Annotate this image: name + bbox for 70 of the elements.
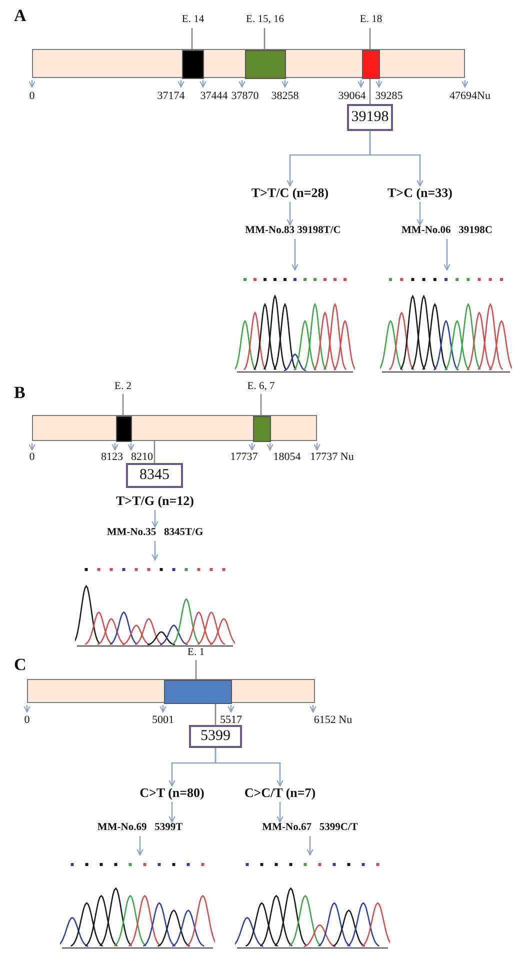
position-number: 38258 — [271, 90, 299, 102]
position-box: 39198 — [347, 104, 393, 131]
position-number: 39285 — [375, 90, 403, 102]
connector-line — [195, 660, 197, 679]
arrow — [276, 802, 284, 823]
arrow — [306, 836, 314, 856]
position-number: 17737 — [230, 451, 258, 463]
connector-line — [260, 394, 262, 415]
mutation-label: T>T/G (n=12) — [100, 494, 210, 510]
exon-block — [116, 416, 132, 442]
mutation-label: C>C/T (n=7) — [228, 786, 332, 802]
exon-block — [164, 680, 232, 704]
connector-line — [154, 441, 156, 463]
exon-label: E. 1 — [181, 647, 211, 660]
arrow — [152, 510, 158, 528]
exon-block — [362, 50, 380, 79]
arrow — [292, 239, 298, 271]
position-number: 47694Nu — [450, 90, 490, 102]
exon-label: E. 2 — [105, 381, 141, 394]
connector-line — [214, 703, 216, 725]
gene-bar — [32, 49, 465, 78]
position-number: 6152 Nu — [314, 714, 352, 726]
position-number: 0 — [24, 714, 30, 726]
panel-letter: C — [14, 655, 26, 675]
exon-label: E. 6, 7 — [238, 381, 284, 394]
connector-line — [122, 394, 124, 415]
position-box: 5399 — [189, 725, 242, 748]
exon-block — [182, 50, 204, 79]
exon-label: E. 18 — [352, 14, 390, 28]
arrow — [214, 748, 284, 787]
panel-letter: A — [14, 6, 26, 26]
arrow — [136, 836, 144, 856]
position-number: 5001 — [152, 714, 174, 726]
position-number: 18054 — [273, 451, 301, 463]
exon-block — [253, 416, 271, 442]
sample-label: MM-No.83 39198T/C — [230, 225, 356, 239]
exon-block — [245, 50, 286, 79]
arrow — [168, 802, 176, 823]
connector-line — [191, 28, 193, 49]
position-number: 8123 — [101, 451, 123, 463]
position-number: 8210 — [131, 451, 153, 463]
sample-label: MM-No.35 8345T/G — [88, 527, 222, 541]
position-number: 17737 Nu — [310, 451, 354, 463]
arrow — [369, 131, 424, 187]
mutation-label: C>T (n=80) — [122, 786, 222, 802]
arrow — [444, 239, 450, 271]
connector-line — [369, 28, 371, 49]
position-number: 37444 — [200, 90, 228, 102]
mutation-label: T>T/C (n=28) — [240, 186, 340, 202]
position-box: 8345 — [126, 463, 183, 488]
gene-bar — [32, 415, 317, 441]
position-number: 0 — [29, 451, 35, 463]
position-number: 0 — [29, 90, 35, 102]
position-number: 5517 — [220, 714, 242, 726]
sample-label: MM-No.67 5399C/T — [240, 822, 380, 836]
panel-letter: B — [14, 383, 26, 403]
connector-line — [369, 78, 371, 104]
mutation-label: T>C (n=33) — [372, 186, 468, 202]
arrow — [416, 202, 424, 226]
connector-line — [264, 28, 266, 49]
sample-label: MM-No.69 5399T — [78, 822, 202, 836]
sample-label: MM-No.06 39198C — [382, 225, 512, 239]
exon-label: E. 14 — [173, 14, 213, 28]
position-number: 37174 — [157, 90, 185, 102]
arrow — [286, 202, 294, 226]
exon-label: E. 15, 16 — [238, 14, 292, 28]
gene-bar — [27, 679, 315, 703]
position-number: 39064 — [338, 90, 366, 102]
position-number: 37870 — [231, 90, 259, 102]
arrow — [152, 541, 158, 561]
